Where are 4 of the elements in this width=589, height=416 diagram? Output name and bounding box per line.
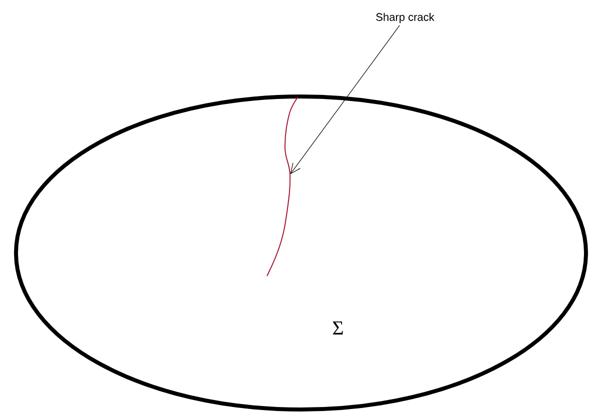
arrow xyxy=(290,25,400,174)
sigma-label: Σ xyxy=(332,321,343,335)
annotation-text: Sharp crack xyxy=(376,12,434,24)
crack-line xyxy=(266,96,298,276)
